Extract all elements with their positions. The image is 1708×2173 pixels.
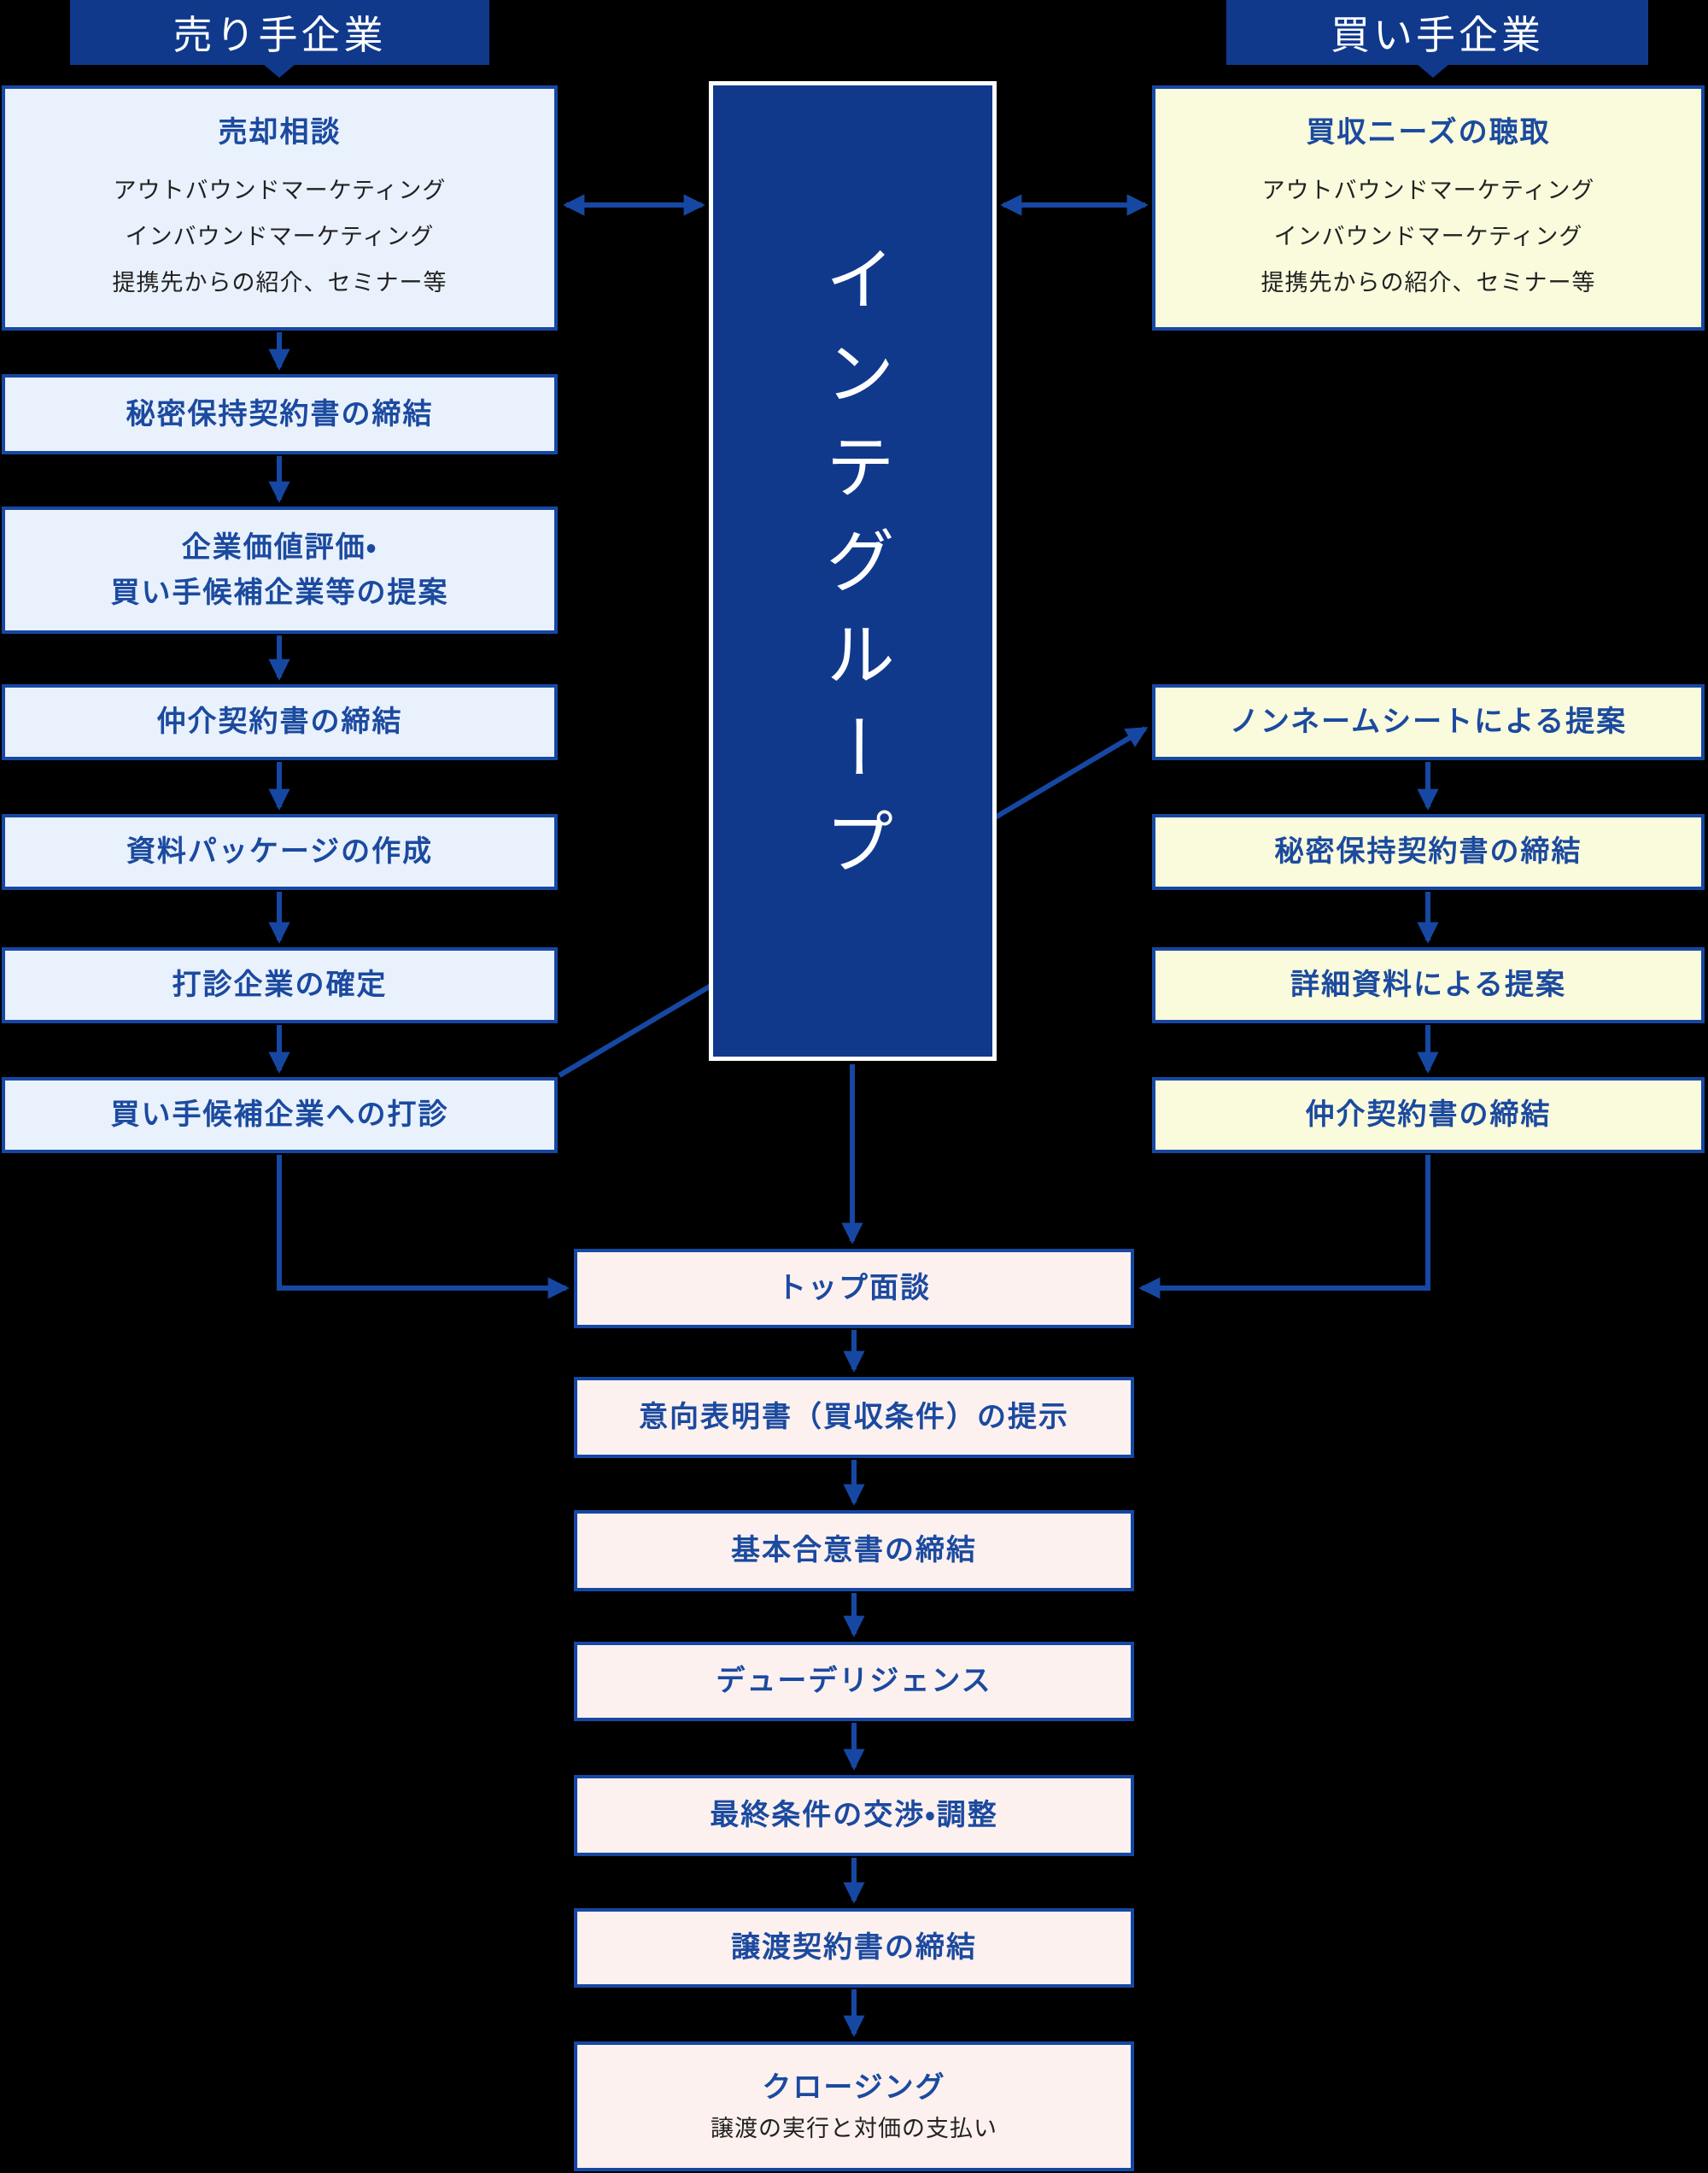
buyer-step-advisory-agreement: 仲介契約書の締結 [1152, 1077, 1705, 1153]
seller-lane-header-label: 売り手企業 [173, 14, 387, 57]
box-subline: インバウンドマーケティング [1273, 223, 1583, 249]
box-subline: 提携先からの紹介、セミナー等 [1261, 269, 1596, 296]
box-title: 打診企業の確定 [172, 969, 388, 1002]
buyer-step-detail-proposal: 詳細資料による提案 [1152, 947, 1705, 1023]
shared-step-closing: クロージング 譲渡の実行と対価の支払い [574, 2041, 1134, 2171]
box-title-line2: 買い手候補企業等の提案 [110, 576, 449, 609]
box-title: 資料パッケージの作成 [126, 835, 434, 869]
seller-header-tab [263, 64, 295, 78]
box-title: ノンネームシートによる提案 [1229, 706, 1628, 739]
buyer-header-tab [1417, 64, 1449, 78]
seller-step-consultation: 売却相談 アウトバウンドマーケティング インバウンドマーケティング 提携先からの… [2, 85, 558, 331]
box-title: 買収ニーズの聴取 [1306, 116, 1551, 149]
box-title: 売却相談 [218, 116, 342, 149]
seller-step-sounding: 買い手候補企業への打診 [2, 1077, 558, 1153]
shared-step-transfer-agreement: 譲渡契約書の締結 [574, 1908, 1134, 1988]
box-subline: アウトバウンドマーケティング [1261, 177, 1595, 203]
box-title: 意向表明書（買収条件）の提示 [639, 1401, 1069, 1434]
seller-step-package: 資料パッケージの作成 [2, 814, 558, 890]
seller-step-nda: 秘密保持契約書の締結 [2, 374, 558, 454]
buyer-lane-header: 買い手企業 [1226, 0, 1648, 78]
shared-step-basic-agreement: 基本合意書の締結 [574, 1510, 1134, 1591]
box-title: 譲渡契約書の締結 [731, 1931, 977, 1965]
seller-lane-header: 売り手企業 [70, 0, 489, 78]
box-title: 最終条件の交渉・調整 [710, 1799, 998, 1832]
buyer-step-nda: 秘密保持契約書の締結 [1152, 814, 1705, 890]
shared-step-due-diligence: デューデリジェンス [574, 1642, 1134, 1721]
box-title: クロージング [762, 2071, 946, 2105]
shared-step-top-meeting: トップ面談 [574, 1249, 1134, 1328]
box-title: 買い手候補企業への打診 [110, 1098, 449, 1132]
intergroup-label: インテグループ [814, 242, 892, 900]
box-title: 秘密保持契約書の締結 [126, 397, 434, 430]
shared-step-loi: 意向表明書（買収条件）の提示 [574, 1377, 1134, 1458]
box-title: 詳細資料による提案 [1290, 969, 1566, 1002]
connector-right-topmeeting [1138, 1155, 1430, 1299]
buyer-step-nonname: ノンネームシートによる提案 [1152, 684, 1705, 760]
box-title: 仲介契約書の締結 [156, 706, 403, 739]
box-subline: アウトバウンドマーケティング [113, 177, 447, 203]
box-title: デューデリジェンス [716, 1665, 992, 1698]
box-title: トップ面談 [777, 1272, 931, 1305]
buyer-lane-header-label: 買い手企業 [1331, 14, 1544, 57]
box-subline: インバウンドマーケティング [125, 223, 435, 249]
seller-step-target-fix: 打診企業の確定 [2, 947, 558, 1023]
seller-step-advisory-agreement: 仲介契約書の締結 [2, 684, 558, 760]
box-subline: 譲渡の実行と対価の支払い [711, 2115, 997, 2141]
buyer-step-needs: 買収ニーズの聴取 アウトバウンドマーケティング インバウンドマーケティング 提携… [1152, 85, 1705, 331]
connector-left-topmeeting [277, 1155, 570, 1299]
seller-step-valuation: 企業価値評価・ 買い手候補企業等の提案 [2, 507, 558, 634]
intergroup-pillar: インテグループ [709, 81, 997, 1061]
box-title: 秘密保持契約書の締結 [1274, 835, 1582, 869]
box-title: 基本合意書の締結 [731, 1534, 977, 1567]
box-subline: 提携先からの紹介、セミナー等 [112, 269, 447, 296]
box-title-line1: 企業価値評価・ [181, 530, 378, 564]
box-title: 仲介契約書の締結 [1305, 1098, 1552, 1132]
shared-step-final-negotiation: 最終条件の交渉・調整 [574, 1775, 1134, 1856]
